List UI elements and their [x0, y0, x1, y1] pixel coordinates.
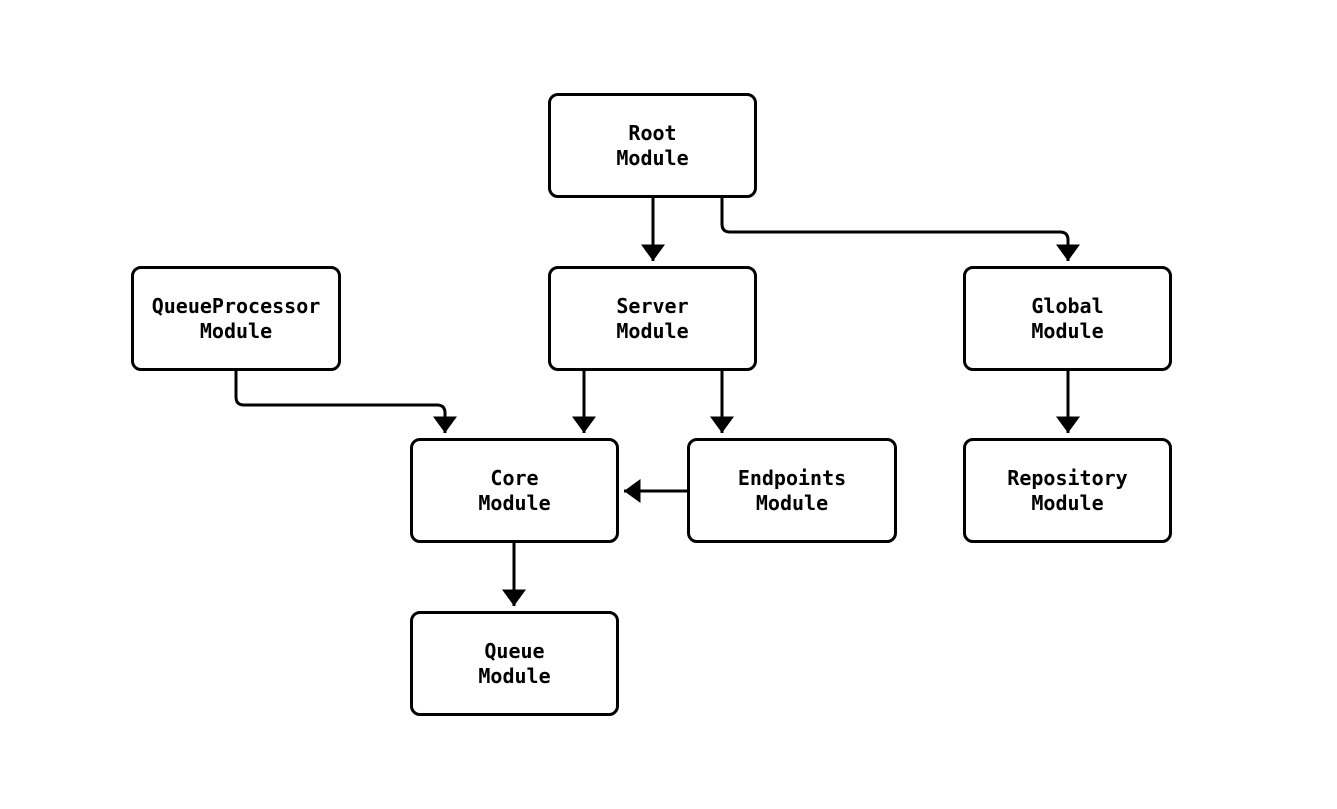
node-server-module: Server Module — [548, 266, 757, 371]
node-repository-module-label-line2: Module — [1031, 490, 1104, 515]
node-root-module-label-line1: Root — [628, 120, 677, 145]
node-global-module-label-line2: Module — [1031, 318, 1104, 343]
node-repository-module-label-line1: Repository — [1007, 465, 1128, 490]
node-global-module: Global Module — [963, 266, 1172, 371]
node-core-module-label-line2: Module — [478, 490, 551, 515]
node-server-module-label-line2: Module — [616, 318, 689, 343]
node-repository-module: Repository Module — [963, 438, 1172, 543]
edge-root-to-global — [720, 198, 1080, 261]
edge-queueprocessor-to-core — [234, 371, 457, 433]
node-queueprocessor-module-label-line2: Module — [199, 318, 273, 343]
node-endpoints-module-label-line2: Module — [755, 490, 829, 515]
node-core-module: Core Module — [410, 438, 619, 543]
node-global-module-label-line1: Global — [1031, 293, 1104, 318]
node-queue-module: Queue Module — [410, 611, 619, 716]
node-endpoints-module-label-line1: Endpoints — [737, 465, 847, 490]
node-endpoints-module: Endpoints Module — [687, 438, 897, 543]
node-root-module: Root Module — [548, 93, 757, 198]
node-queueprocessor-module-label-line1: QueueProcessor — [151, 293, 321, 318]
node-queue-module-label-line1: Queue — [484, 638, 545, 663]
node-core-module-label-line1: Core — [490, 465, 539, 490]
node-root-module-label-line2: Module — [616, 145, 689, 170]
node-queue-module-label-line2: Module — [478, 663, 551, 688]
node-server-module-label-line1: Server — [616, 293, 689, 318]
node-queueprocessor-module: QueueProcessor Module — [131, 266, 341, 371]
